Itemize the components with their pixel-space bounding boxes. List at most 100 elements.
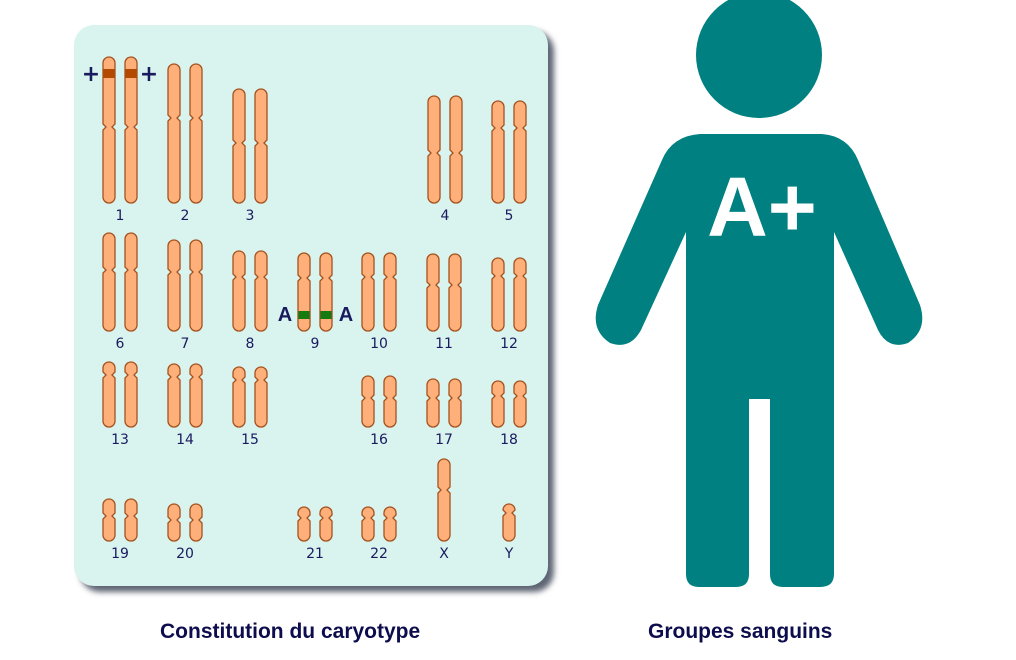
chromosome bbox=[102, 498, 116, 542]
chromosome bbox=[448, 253, 462, 332]
rh-gene-band bbox=[103, 69, 115, 78]
chromosome bbox=[319, 252, 333, 332]
person-figure: A+ bbox=[595, 0, 923, 587]
blood-group-label: A+ bbox=[707, 160, 817, 254]
chromosome bbox=[449, 95, 463, 204]
chromosome bbox=[124, 498, 138, 542]
chromosome-label: 13 bbox=[111, 432, 129, 448]
chromosome-pair-19: 19 bbox=[102, 498, 138, 562]
chromosome-label: 7 bbox=[181, 336, 190, 352]
chromosome-label: 9 bbox=[311, 336, 320, 352]
chromosome-label: 21 bbox=[306, 546, 324, 562]
chromosome bbox=[502, 503, 516, 542]
chromosome-pair-5: 5 bbox=[491, 100, 527, 224]
chromosome bbox=[513, 100, 527, 204]
chromosome bbox=[102, 232, 116, 332]
chromosome-pair-10: 10 bbox=[361, 252, 397, 352]
chromosome-label: 3 bbox=[246, 208, 255, 224]
chromosome bbox=[189, 239, 203, 332]
chromosome-pair-20: 20 bbox=[167, 503, 203, 562]
chromosome-label: 5 bbox=[505, 208, 514, 224]
chromosome bbox=[361, 252, 375, 332]
chromosome bbox=[426, 253, 440, 332]
chromosome bbox=[491, 257, 505, 332]
rh-marker: + bbox=[140, 62, 158, 87]
chromosome-pair-7: 7 bbox=[167, 239, 203, 352]
chromosome bbox=[448, 378, 462, 428]
chromosome bbox=[491, 380, 505, 428]
chromosome-pair-13: 13 bbox=[102, 361, 138, 448]
chromosome bbox=[383, 506, 397, 542]
chromosome bbox=[297, 506, 311, 542]
chromosome-label: 11 bbox=[435, 336, 453, 352]
chromosome bbox=[167, 363, 181, 428]
chromosome-pair-1: 1++ bbox=[82, 56, 158, 224]
abo-marker: A bbox=[278, 304, 292, 326]
rh-gene-band bbox=[125, 69, 137, 78]
chromosome bbox=[426, 378, 440, 428]
chromosome bbox=[513, 257, 527, 332]
karyotype-panel bbox=[74, 25, 548, 586]
chromosome-pair-X: X bbox=[437, 458, 451, 562]
chromosome-label: 22 bbox=[370, 546, 388, 562]
chromosome-pair-4: 4 bbox=[427, 95, 463, 224]
chromosome bbox=[491, 100, 505, 204]
chromosome-pair-16: 16 bbox=[361, 375, 397, 448]
chromosome-pair-2: 2 bbox=[167, 63, 203, 224]
abo-gene-band bbox=[298, 311, 310, 319]
chromosome bbox=[189, 63, 203, 204]
chromosome-label: 12 bbox=[500, 336, 518, 352]
chromosome-label: 16 bbox=[370, 432, 388, 448]
chromosome bbox=[232, 366, 246, 428]
chromosome-label: 2 bbox=[181, 208, 190, 224]
caption-blood-groups: Groupes sanguins bbox=[648, 620, 833, 643]
chromosome-label: 20 bbox=[176, 546, 194, 562]
chromosome bbox=[437, 458, 451, 542]
chromosome-pair-18: 18 bbox=[491, 380, 527, 448]
chromosome-pair-8: 8 bbox=[232, 250, 268, 352]
chromosome bbox=[383, 252, 397, 332]
chromosome bbox=[254, 250, 268, 332]
chromosome-label: 4 bbox=[441, 208, 450, 224]
chromosome-label: Y bbox=[504, 546, 514, 562]
chromosome bbox=[102, 56, 116, 204]
chromosome bbox=[189, 503, 203, 542]
chromosome bbox=[297, 252, 311, 332]
chromosome-label: X bbox=[439, 546, 449, 562]
chromosome bbox=[319, 506, 333, 542]
chromosome bbox=[232, 250, 246, 332]
chromosome bbox=[124, 56, 138, 204]
chromosome-label: 1 bbox=[116, 208, 125, 224]
chromosome-pair-22: 22 bbox=[361, 506, 397, 562]
chromosome bbox=[383, 375, 397, 428]
chromosome-label: 18 bbox=[500, 432, 518, 448]
chromosome bbox=[361, 506, 375, 542]
chromosome-pair-6: 6 bbox=[102, 232, 138, 352]
chromosome bbox=[189, 363, 203, 428]
caption-karyotype: Constitution du caryotype bbox=[160, 620, 421, 643]
chromosome-pair-14: 14 bbox=[167, 363, 203, 448]
chromosome bbox=[124, 232, 138, 332]
chromosome-label: 17 bbox=[435, 432, 453, 448]
chromosome-pair-15: 15 bbox=[232, 366, 268, 448]
abo-marker: A bbox=[339, 304, 353, 326]
chromosome-label: 10 bbox=[370, 336, 388, 352]
chromosome bbox=[124, 361, 138, 428]
chromosome bbox=[254, 366, 268, 428]
person-body bbox=[595, 134, 923, 587]
chromosome bbox=[167, 63, 181, 204]
chromosome-label: 15 bbox=[241, 432, 259, 448]
chromosome-label: 14 bbox=[176, 432, 194, 448]
chromosome-label: 19 bbox=[111, 546, 129, 562]
chromosome bbox=[232, 88, 246, 204]
chromosome bbox=[167, 239, 181, 332]
chromosome-pair-11: 11 bbox=[426, 253, 462, 352]
chromosome bbox=[102, 361, 116, 428]
person-head bbox=[696, 0, 822, 118]
chromosome-pair-21: 21 bbox=[297, 506, 333, 562]
chromosome-pair-12: 12 bbox=[491, 257, 527, 352]
chromosome bbox=[513, 380, 527, 428]
chromosome-pair-Y: Y bbox=[502, 503, 516, 562]
chromosome-pair-17: 17 bbox=[426, 378, 462, 448]
